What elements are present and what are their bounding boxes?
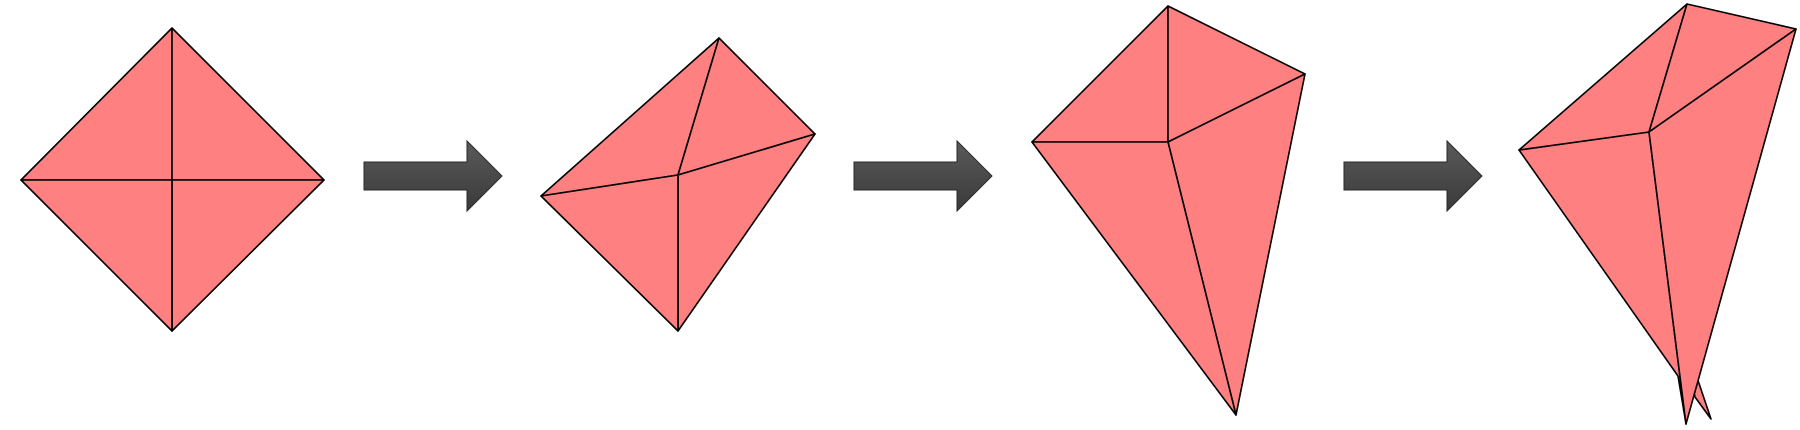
step-4-folded-mesh — [1518, 3, 1797, 425]
triangle-lower-right — [1648, 28, 1797, 425]
triangle-lower-left — [540, 174, 679, 332]
right-arrow-icon-1 — [363, 139, 503, 213]
right-arrow-icon-2 — [853, 139, 993, 213]
triangle-bottom-right — [171, 179, 325, 332]
triangle-top-left — [20, 27, 173, 181]
triangle-top-right — [171, 27, 325, 181]
right-arrow-icon-3 — [1343, 139, 1483, 213]
step-1-square-mesh — [20, 27, 325, 332]
triangle-upper-left — [1031, 5, 1169, 143]
step-3-kite-mesh — [1031, 5, 1306, 416]
triangle-lower-left — [1031, 141, 1237, 416]
triangle-bottom-left — [20, 179, 173, 332]
step-2-deformed-mesh — [540, 37, 816, 332]
